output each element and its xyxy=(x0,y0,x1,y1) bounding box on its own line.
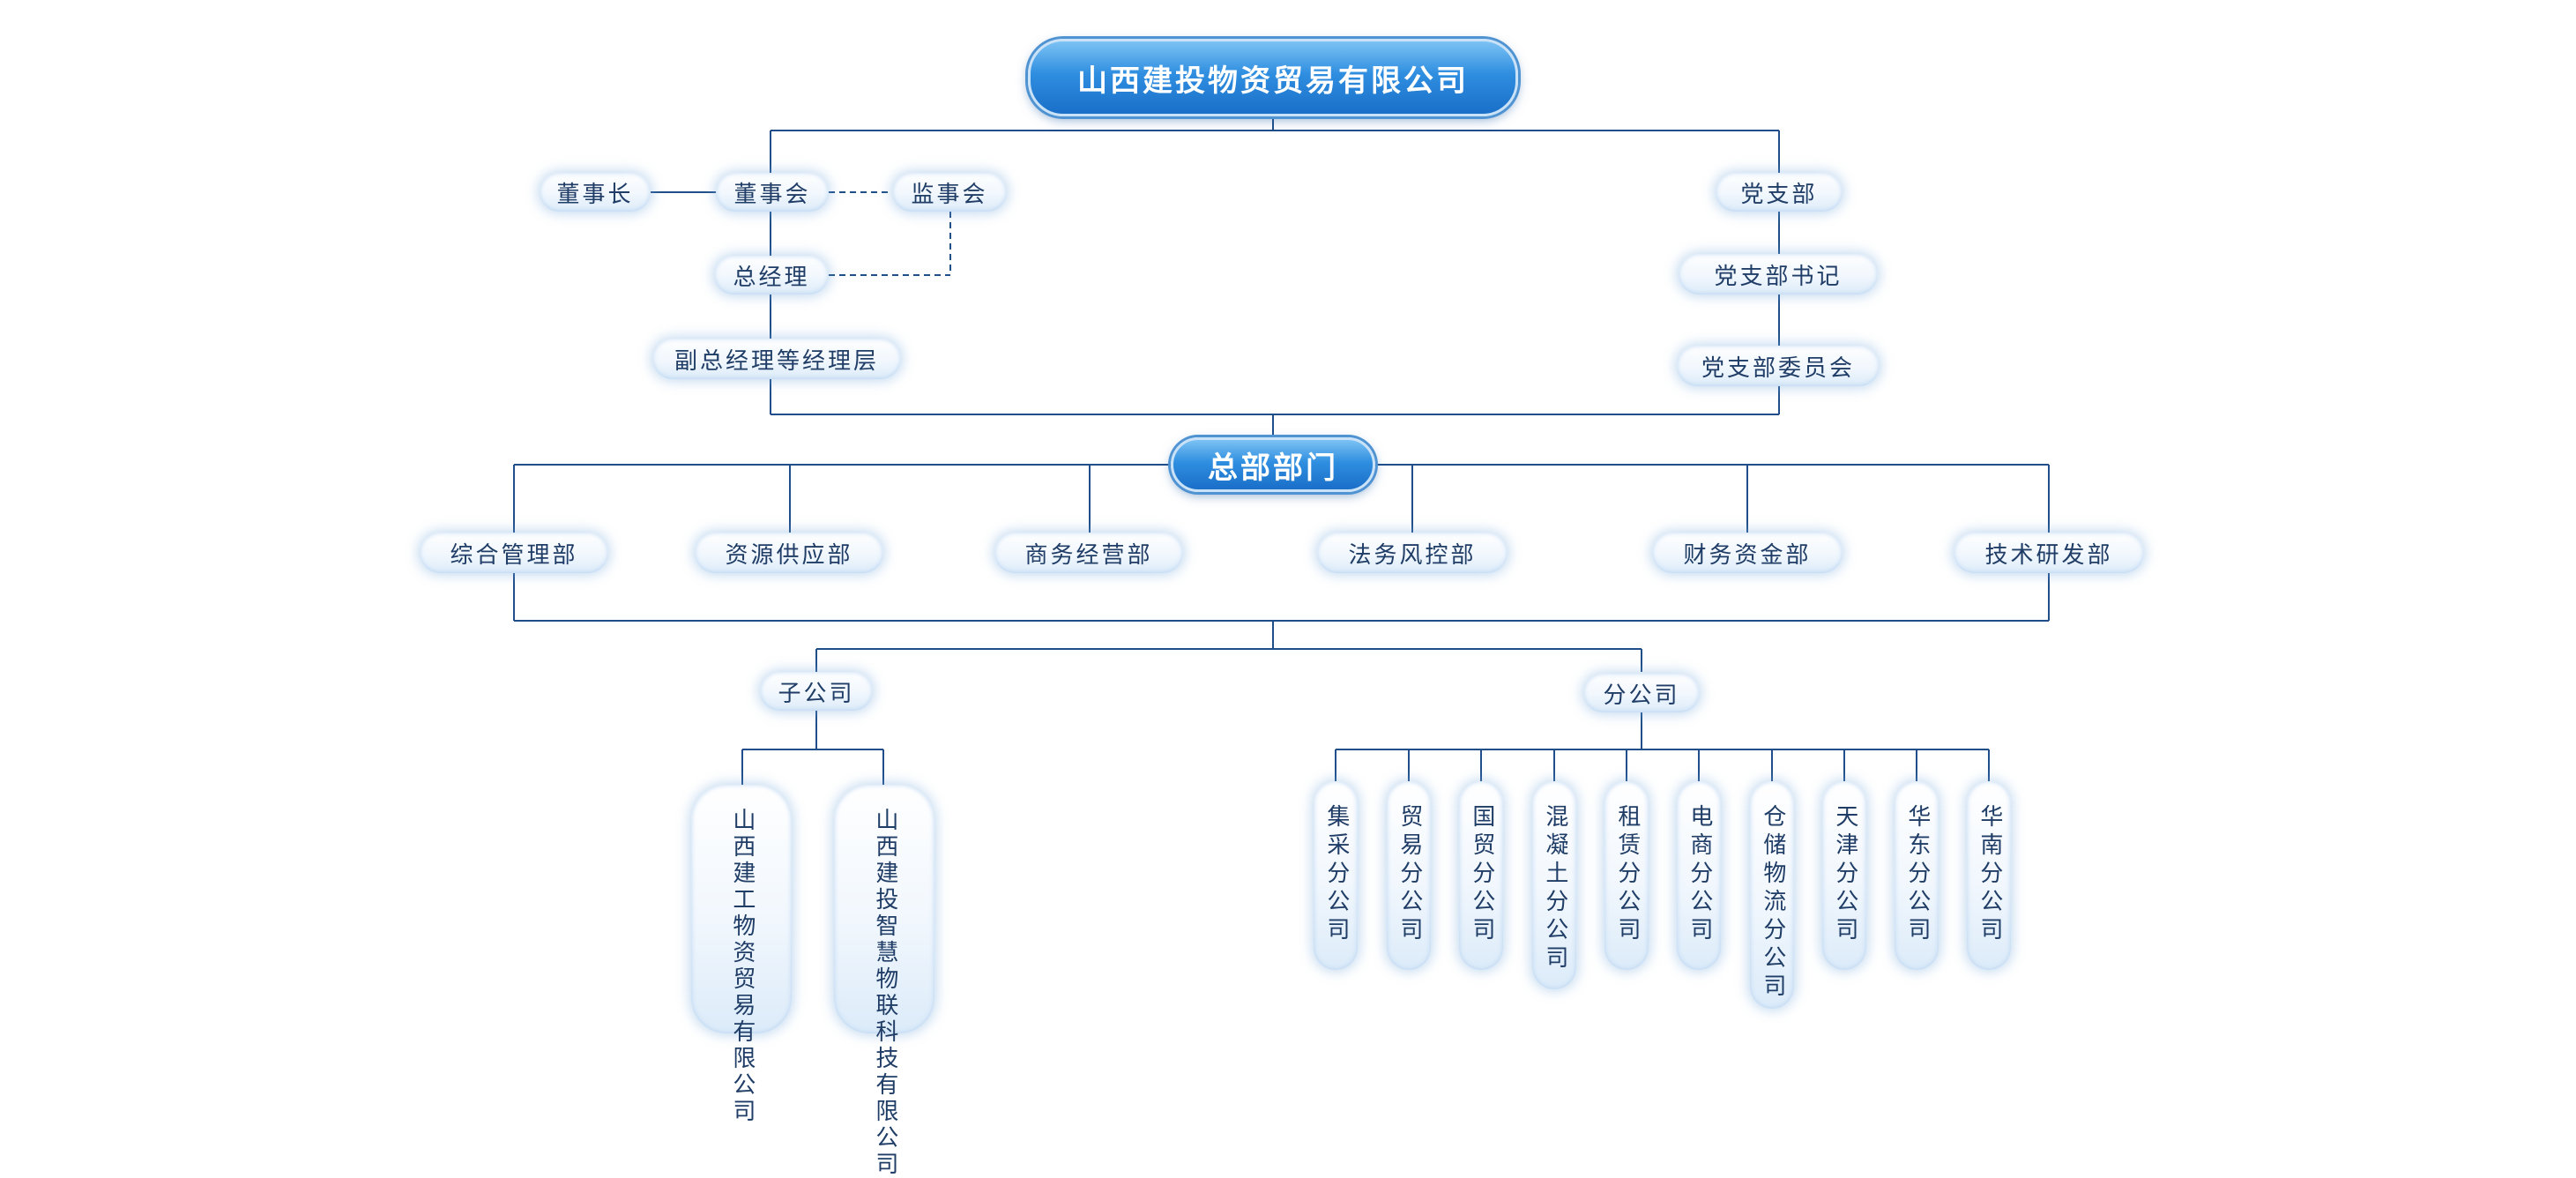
department-label: 法务风控部 xyxy=(1348,541,1477,569)
department-label: 财务资金部 xyxy=(1683,541,1812,569)
subsidiary-label: 山西建工物资贸易有限公司 xyxy=(728,808,756,1125)
branch-label: 集采分公司 xyxy=(1322,804,1350,945)
branch-node: 天津分公司 xyxy=(1822,781,1866,970)
subsidiaries-label: 子公司 xyxy=(778,680,855,707)
subsidiaries-node: 子公司 xyxy=(760,672,873,711)
subsidiary-node: 山西建投智慧物联科技有限公司 xyxy=(834,785,934,1178)
department-node: 财务资金部 xyxy=(1652,533,1843,573)
department-node: 商务经营部 xyxy=(994,533,1183,573)
branch-node: 租赁分公司 xyxy=(1604,781,1649,970)
supervisory-board-node: 监事会 xyxy=(892,173,1007,212)
board-label: 董事会 xyxy=(733,181,811,208)
party-secretary-label: 党支部书记 xyxy=(1714,263,1843,290)
party-secretary-node: 党支部书记 xyxy=(1679,254,1878,294)
supervisory-board-label: 监事会 xyxy=(911,181,988,208)
branch-label: 华南分公司 xyxy=(1976,804,2003,945)
branch-node: 国贸分公司 xyxy=(1459,781,1503,970)
general-manager-label: 总经理 xyxy=(733,264,810,291)
hq-label: 总部部门 xyxy=(1208,450,1338,486)
subsidiary-node: 山西建工物资贸易有限公司 xyxy=(691,785,792,1125)
party-branch-label: 党支部 xyxy=(1740,181,1818,208)
general-manager-node: 总经理 xyxy=(714,256,829,294)
branch-node: 混凝土分公司 xyxy=(1532,781,1576,989)
board-node: 董事会 xyxy=(716,173,829,212)
branch-node: 华南分公司 xyxy=(1967,781,2011,970)
branch-label: 国贸分公司 xyxy=(1468,804,1495,945)
branches-node: 分公司 xyxy=(1583,674,1700,712)
branch-node: 集采分公司 xyxy=(1314,781,1358,970)
branch-node: 华东分公司 xyxy=(1895,781,1939,970)
branch-label: 华东分公司 xyxy=(1903,804,1931,945)
deputy-managers-node: 副总经理等经理层 xyxy=(652,339,901,379)
chairman-label: 董事长 xyxy=(556,181,634,208)
branch-label: 租赁分公司 xyxy=(1613,804,1641,945)
branch-node: 电商分公司 xyxy=(1677,781,1721,970)
department-node: 技术研发部 xyxy=(1954,533,2144,573)
party-committee-node: 党支部委员会 xyxy=(1677,346,1880,386)
branch-label: 混凝土分公司 xyxy=(1541,804,1568,973)
department-label: 综合管理部 xyxy=(450,541,578,569)
party-committee-label: 党支部委员会 xyxy=(1701,354,1855,382)
branch-label: 电商分公司 xyxy=(1686,804,1713,945)
chairman-node: 董事长 xyxy=(540,173,651,212)
department-label: 资源供应部 xyxy=(725,541,853,569)
branch-label: 仓储物流分公司 xyxy=(1759,804,1786,1002)
department-label: 商务经营部 xyxy=(1024,541,1153,569)
department-label: 技术研发部 xyxy=(1984,541,2113,569)
hq-node: 总部部门 xyxy=(1171,437,1375,492)
department-node: 法务风控部 xyxy=(1317,533,1508,573)
department-node: 综合管理部 xyxy=(420,533,608,573)
company-name: 山西建投物资贸易有限公司 xyxy=(1077,63,1469,99)
company-root-node: 山西建投物资贸易有限公司 xyxy=(1028,39,1518,116)
branch-label: 天津分公司 xyxy=(1831,804,1858,945)
party-branch-node: 党支部 xyxy=(1716,173,1843,212)
branch-node: 贸易分公司 xyxy=(1387,781,1431,970)
branch-label: 贸易分公司 xyxy=(1396,804,1423,945)
department-node: 资源供应部 xyxy=(695,533,883,573)
branches-label: 分公司 xyxy=(1603,682,1680,709)
branch-node: 仓储物流分公司 xyxy=(1750,781,1794,1009)
deputy-managers-label: 副总经理等经理层 xyxy=(674,347,879,375)
subsidiary-label: 山西建投智慧物联科技有限公司 xyxy=(871,808,898,1178)
